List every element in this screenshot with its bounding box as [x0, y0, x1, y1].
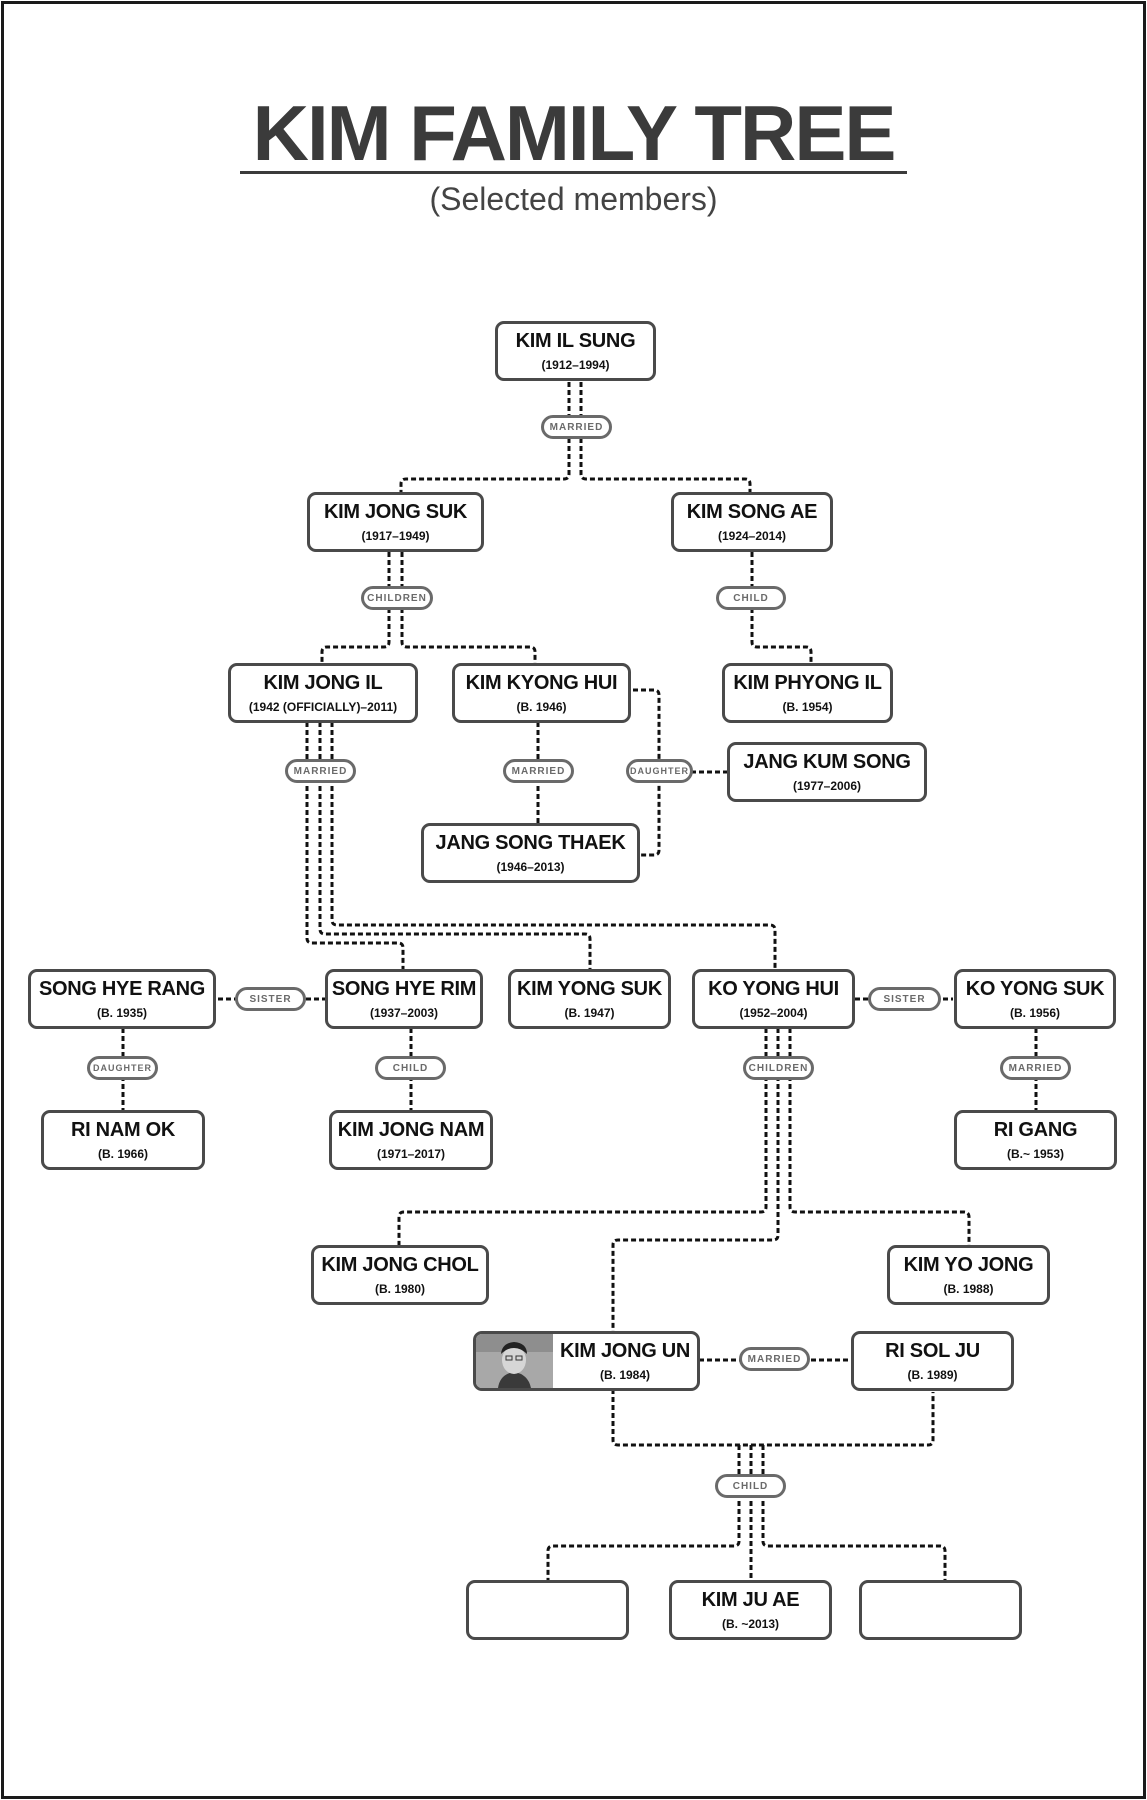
- connector-kis-left: [399, 382, 571, 493]
- person-name: JANG KUM SONG: [743, 751, 911, 773]
- person-node: KIM JU AE (B. ~2013): [669, 1580, 832, 1640]
- person-dates: (B. 1954): [782, 700, 833, 714]
- person-dates: (1942 (OFFICIALLY)–2011): [248, 700, 398, 714]
- empty-person-node: [466, 1580, 629, 1640]
- married-pill: MARRIED: [739, 1347, 810, 1371]
- connector-kjs-left: [320, 552, 391, 663]
- person-name: KIM JONG CHOL: [321, 1254, 479, 1276]
- person-name: KIM IL SUNG: [515, 330, 636, 352]
- connector-kyh-b: [611, 1028, 780, 1333]
- person-dates: (1971–2017): [376, 1147, 446, 1161]
- person-name: KO YONG SUK: [965, 978, 1105, 1000]
- person-node: SONG HYE RIM (1937–2003): [325, 969, 483, 1029]
- children-pill: CHILDREN: [743, 1056, 814, 1080]
- person-name: KIM JONG NAM: [337, 1119, 485, 1141]
- child-pill: CHILD: [375, 1056, 446, 1080]
- person-node: JANG SONG THAEK (1946–2013): [421, 823, 640, 883]
- person-dates: (B. 1946): [516, 700, 567, 714]
- person-dates: (1924–2014): [717, 529, 787, 543]
- daughter-pill: DAUGHTER: [87, 1056, 158, 1080]
- person-name: KIM JONG UN: [559, 1340, 691, 1362]
- page-subtitle: (Selected members): [429, 181, 718, 217]
- person-node: RI NAM OK (B. 1966): [41, 1110, 205, 1170]
- person-node: SONG HYE RANG (B. 1935): [28, 969, 216, 1029]
- person-name: KIM KYONG HUI: [465, 672, 618, 694]
- person-name: SONG HYE RANG: [38, 978, 206, 1000]
- person-node: KIM JONG SUK (1917–1949): [307, 492, 484, 552]
- person-dates: (1937–2003): [369, 1006, 439, 1020]
- person-name: KIM JU AE: [701, 1589, 800, 1611]
- connector-kjs-right: [400, 552, 537, 663]
- person-node: KIM SONG AE (1924–2014): [671, 492, 833, 552]
- child-pill: CHILD: [716, 586, 786, 610]
- person-dates: (B. ~2013): [721, 1617, 780, 1631]
- person-name: KIM SONG AE: [686, 501, 818, 523]
- person-node: KIM JONG CHOL (B. 1980): [311, 1245, 489, 1305]
- person-name: RI GANG: [993, 1119, 1078, 1141]
- person-node: KO YONG SUK (B. 1956): [954, 969, 1116, 1029]
- empty-person-node: [859, 1580, 1022, 1640]
- person-name: RI SOL JU: [885, 1340, 980, 1362]
- person-name: KIM YONG SUK: [517, 978, 662, 1000]
- person-name: KO YONG HUI: [708, 978, 839, 1000]
- person-dates: (B. 1980): [374, 1282, 426, 1296]
- person-node: KIM IL SUNG (1912–1994): [495, 321, 656, 381]
- person-dates: (B. 1989): [907, 1368, 958, 1382]
- person-node: RI SOL JU (B. 1989): [851, 1331, 1014, 1391]
- connector-child-c: [761, 1445, 947, 1580]
- person-dates: (B. 1966): [97, 1147, 149, 1161]
- portrait-icon: [476, 1334, 553, 1388]
- connector-kis-right: [579, 382, 752, 493]
- married-pill: MARRIED: [1000, 1056, 1071, 1080]
- person-node: KO YONG HUI (1952–2004): [692, 969, 855, 1029]
- connector-kyh-a: [397, 1028, 768, 1245]
- person-dates: (1946–2013): [496, 860, 565, 874]
- connector-kji-b: [318, 722, 592, 969]
- person-dates: (B.~ 1953): [1006, 1147, 1065, 1161]
- married-pill: MARRIED: [503, 759, 574, 783]
- person-dates: (B. 1984): [599, 1368, 651, 1382]
- person-name: KIM YO JONG: [903, 1254, 1034, 1276]
- person-node: KIM PHYONG IL (B. 1954): [722, 663, 893, 723]
- person-node: KIM JONG IL (1942 (OFFICIALLY)–2011): [228, 663, 418, 723]
- sister-pill: SISTER: [868, 987, 941, 1011]
- person-node: KIM JONG UN (B. 1984): [473, 1331, 700, 1391]
- person-dates: (1977–2006): [792, 779, 862, 793]
- title-underline: [240, 171, 907, 174]
- person-dates: (B. 1988): [943, 1282, 994, 1296]
- person-node: KIM YONG SUK (B. 1947): [508, 969, 671, 1029]
- connector-ksa-child: [750, 552, 813, 663]
- sister-pill: SISTER: [235, 987, 306, 1011]
- connector-child-a: [546, 1445, 741, 1580]
- daughter-pill: DAUGHTER: [626, 759, 693, 783]
- portrait-photo: [476, 1334, 553, 1388]
- person-dates: (1917–1949): [361, 529, 430, 543]
- children-pill: CHILDREN: [361, 586, 433, 610]
- person-dates: (B. 1956): [1009, 1006, 1061, 1020]
- married-pill: MARRIED: [541, 415, 612, 439]
- person-name: KIM PHYONG IL: [733, 672, 882, 694]
- person-node: KIM YO JONG (B. 1988): [887, 1245, 1050, 1305]
- person-name: RI NAM OK: [71, 1119, 175, 1141]
- connector-kju-down: [611, 1389, 935, 1447]
- person-dates: (1912–1994): [541, 358, 610, 372]
- person-node: JANG KUM SONG (1977–2006): [727, 742, 927, 802]
- person-name: KIM JONG IL: [263, 672, 383, 694]
- person-node: KIM KYONG HUI (B. 1946): [452, 663, 631, 723]
- child-pill: CHILD: [715, 1474, 786, 1498]
- connector-kyh-c: [788, 1028, 971, 1245]
- married-pill: MARRIED: [285, 759, 356, 783]
- page-title: KIM FAMILY TREE: [252, 89, 897, 177]
- person-name: JANG SONG THAEK: [435, 832, 626, 854]
- connector-kji-a: [305, 722, 405, 969]
- person-node: RI GANG (B.~ 1953): [954, 1110, 1117, 1170]
- person-node: KIM JONG NAM (1971–2017): [329, 1110, 493, 1170]
- person-dates: (1952–2004): [739, 1006, 808, 1020]
- person-name: KIM JONG SUK: [323, 501, 468, 523]
- person-dates: (B. 1935): [96, 1006, 148, 1020]
- person-dates: (B. 1947): [564, 1006, 615, 1020]
- person-name: SONG HYE RIM: [331, 978, 477, 1000]
